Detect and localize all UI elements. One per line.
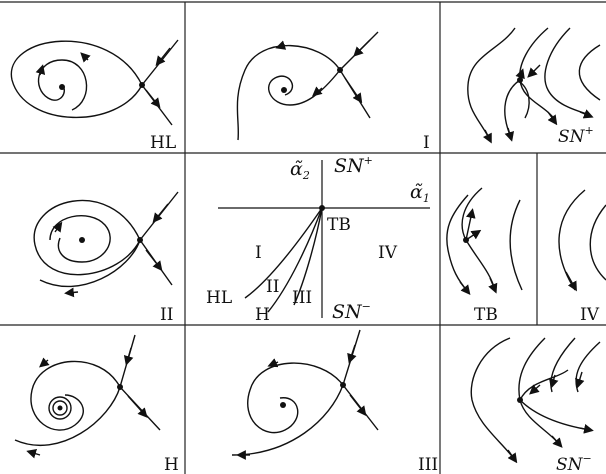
panel-h: H xyxy=(14,334,179,474)
panel-tb: TB xyxy=(446,187,523,325)
panel-tb-label: TB xyxy=(474,305,498,325)
panel-h-label: H xyxy=(164,455,179,474)
tb-point xyxy=(319,205,325,211)
region-i-label: I xyxy=(255,243,262,263)
focus-point xyxy=(59,84,65,90)
panel-one-label: I xyxy=(423,133,430,153)
panel-hl-label: HL xyxy=(150,133,176,153)
curve-iii xyxy=(293,207,323,306)
sn-plus-axis-label: SN+ xyxy=(334,154,373,177)
saddle-node-point xyxy=(517,77,523,83)
panel-four: IV xyxy=(558,189,606,325)
tb-label: TB xyxy=(327,215,351,235)
region-iii-label: III xyxy=(292,288,312,308)
limit-cycle-inner xyxy=(49,215,111,263)
saddle-point xyxy=(139,82,145,88)
limit-cycle-outer xyxy=(33,199,141,276)
panel-hl: HL xyxy=(10,39,179,153)
region-ii-label: II xyxy=(266,277,279,297)
curve-h xyxy=(267,207,323,313)
unstable-manifold xyxy=(236,44,341,141)
alpha1-label: α̃1 xyxy=(410,181,430,205)
panel-three: III xyxy=(231,329,438,474)
panel-two: II xyxy=(33,191,179,325)
panel-three-label: III xyxy=(418,455,438,474)
curve-hl xyxy=(244,207,323,299)
panel-sn-minus-label: SN− xyxy=(556,452,592,474)
panel-center: α̃2 SN+ α̃1 TB I IV II III HL H SN− xyxy=(206,154,430,325)
curve-hl-label: HL xyxy=(206,288,232,308)
panel-one: I xyxy=(236,31,430,153)
curve-h-label: H xyxy=(255,305,270,325)
region-iv-label: IV xyxy=(378,243,398,263)
panel-two-label: II xyxy=(160,305,173,325)
sn-minus-axis-label: SN− xyxy=(332,300,371,323)
alpha2-label: α̃2 xyxy=(290,158,310,182)
panel-four-label: IV xyxy=(580,305,600,325)
panel-sn-plus-label: SN+ xyxy=(558,124,594,147)
panel-sn-plus: SN+ xyxy=(467,27,601,147)
panel-sn-minus: SN− xyxy=(470,337,601,474)
homoclinic-loop xyxy=(10,40,143,119)
